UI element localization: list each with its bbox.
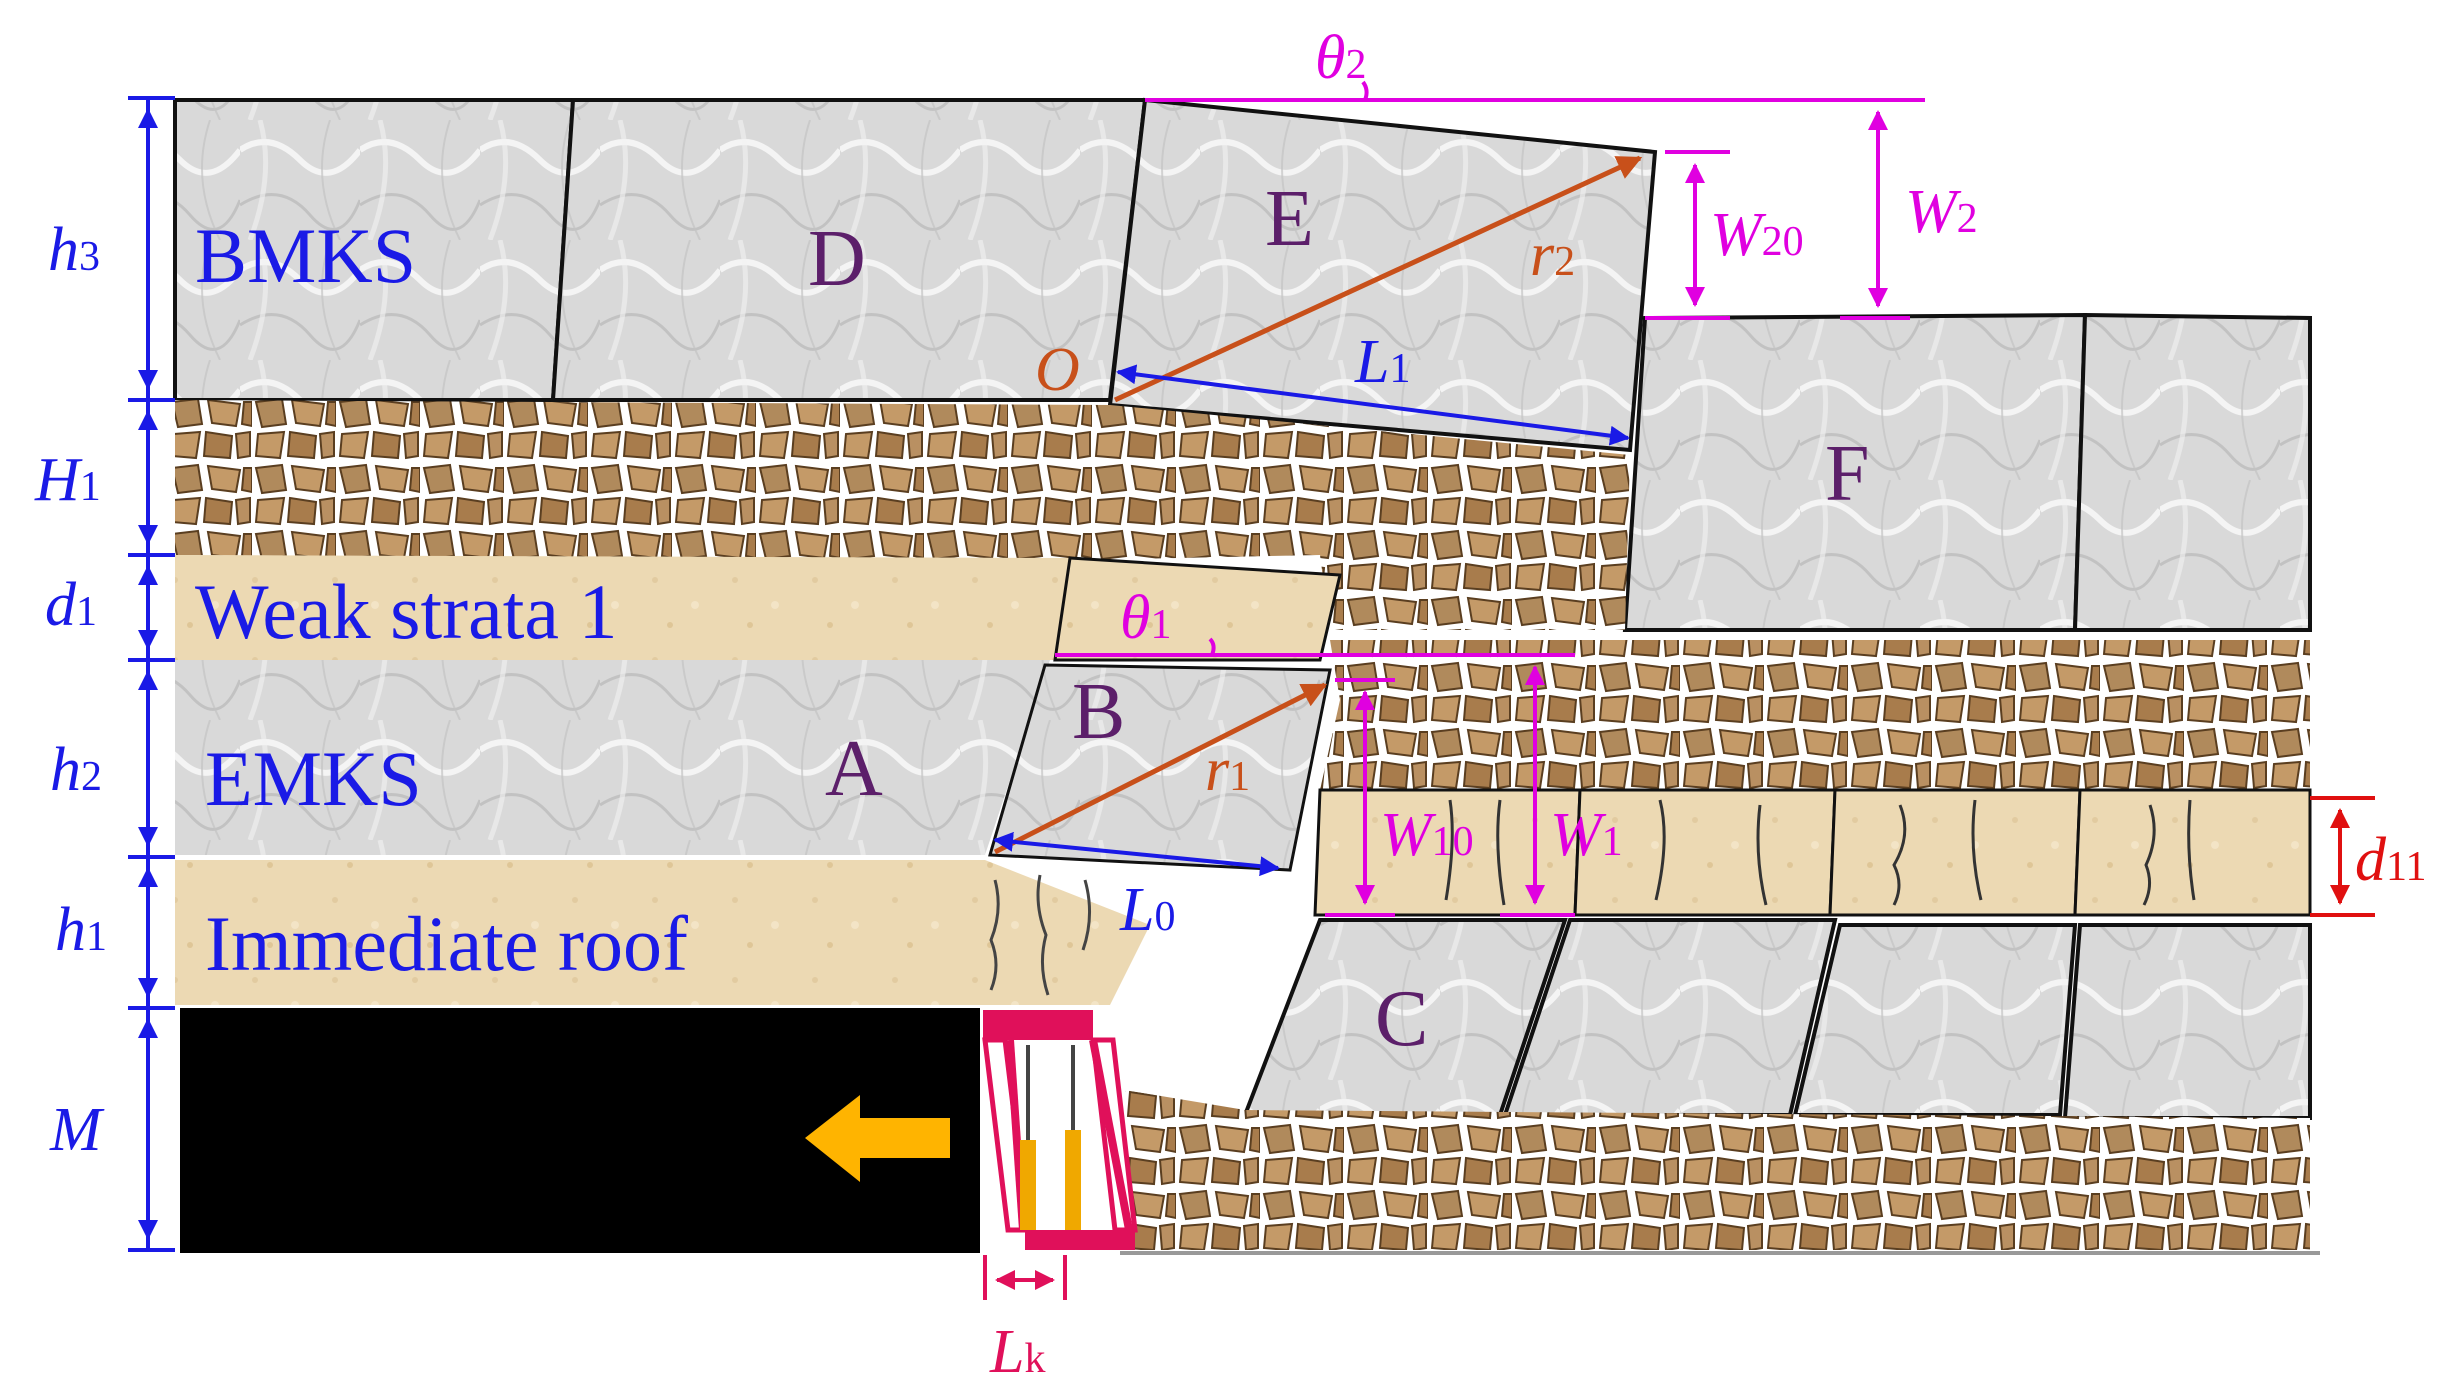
weak-strata-1-layer: [175, 555, 1070, 660]
block-c-label: C: [1375, 975, 1428, 1063]
theta1-label: θ1: [1120, 584, 1171, 652]
emks-label: EMKS: [205, 735, 422, 822]
h3-label: h3: [48, 216, 100, 284]
bmks-label: BMKS: [195, 212, 416, 299]
theta2-geometry: [1145, 80, 1925, 320]
H1-label: H1: [34, 446, 101, 514]
h1-rubble-zone: [175, 400, 1630, 630]
caved-rubble-right: [1320, 640, 2310, 790]
Lk-label: Lk: [989, 1318, 1045, 1386]
theta1-geometry: [1055, 637, 1575, 917]
L1-label: L1: [1354, 328, 1410, 396]
hydraulic-support-icon: [982, 1010, 1138, 1250]
r2-radius-line: [1113, 155, 1643, 403]
block-d-label: D: [808, 215, 866, 303]
goaf-rubble: [1125, 1090, 2310, 1250]
block-b-label: B: [1072, 668, 1125, 756]
immediate-roof-label: Immediate roof: [205, 900, 688, 987]
left-arrow-icon: [805, 1095, 950, 1182]
weak-strata-1-label: Weak strata 1: [195, 568, 618, 655]
d11-beam: [1313, 788, 2312, 917]
d11-label: d11: [2355, 826, 2426, 894]
block-a-label: A: [825, 725, 883, 813]
W10-label: W10: [1380, 801, 1474, 869]
W20-label: W20: [1710, 201, 1804, 269]
emks-layer: [175, 660, 1050, 855]
W1-label: W1: [1550, 801, 1623, 869]
pivot-o-label: O: [1035, 336, 1080, 404]
immediate-roof-layer: [175, 860, 1150, 1005]
L0-label: L0: [1119, 876, 1175, 944]
M-label: M: [49, 1096, 105, 1164]
block-b-upper: [1053, 556, 1342, 662]
c-blocks: [1242, 918, 2312, 1120]
L0-length-line: [993, 831, 1280, 877]
block-f-label: F: [1825, 430, 1870, 518]
h2-label: h2: [50, 736, 102, 804]
W2-label: W2: [1905, 178, 1978, 246]
d11-dimension: [2310, 796, 2375, 917]
block-f-right: [2072, 312, 2312, 632]
left-dimension-scale: [128, 96, 175, 1252]
theta2-label: θ2: [1315, 24, 1366, 92]
r1-radius-line: [993, 682, 1328, 855]
Lk-dimension: [983, 1255, 1067, 1300]
block-e-label: E: [1265, 175, 1314, 263]
L1-length-line: [1116, 364, 1630, 446]
r2-label: r2: [1530, 221, 1575, 289]
roof-cracks: [989, 874, 1092, 996]
d1-label: d1: [45, 571, 97, 639]
r1-label: r1: [1205, 736, 1250, 804]
h1-label: h1: [55, 896, 107, 964]
